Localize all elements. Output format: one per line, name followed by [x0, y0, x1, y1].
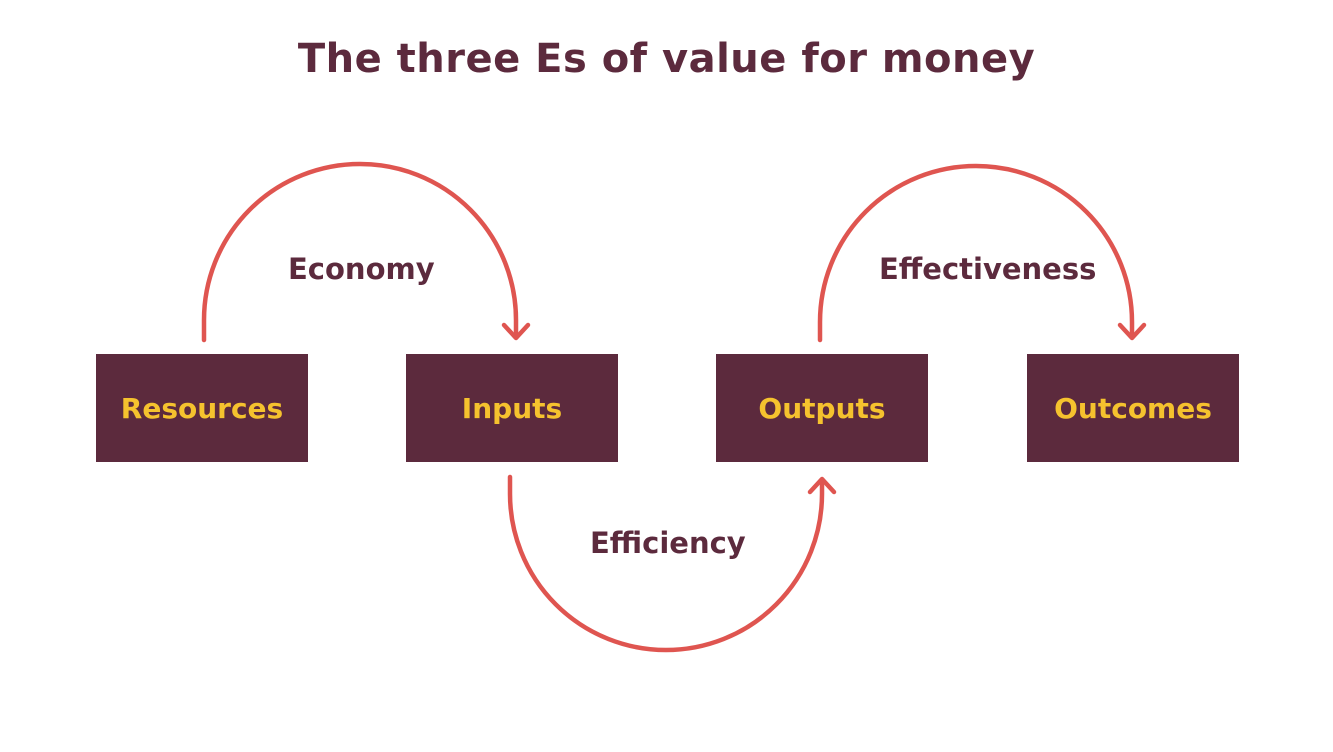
diagram-title: The three Es of value for money — [297, 36, 1036, 82]
box-inputs: Inputs — [406, 354, 618, 462]
label-economy: Economy — [288, 252, 435, 286]
box-outcomes: Outcomes — [1027, 354, 1239, 462]
efficiency-arrow — [507, 474, 837, 653]
effectiveness-arrow — [817, 163, 1147, 343]
box-resources: Resources — [96, 354, 308, 462]
label-effectiveness: Effectiveness — [879, 252, 1097, 286]
economy-arrow — [201, 161, 531, 343]
label-efficiency: Efficiency — [590, 526, 746, 560]
box-outputs: Outputs — [716, 354, 928, 462]
